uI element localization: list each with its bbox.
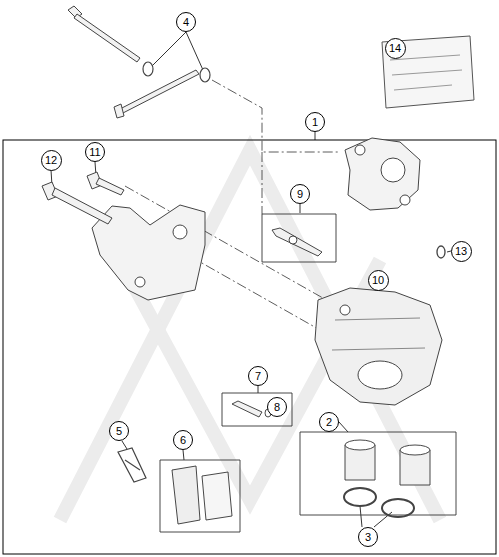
slide-pin-box xyxy=(289,236,297,244)
callout-number: 11 xyxy=(89,147,100,158)
caliper-support xyxy=(355,145,365,155)
piston-box xyxy=(345,440,375,450)
brake-pad-box xyxy=(160,460,240,532)
center-line xyxy=(212,80,340,152)
leader-line xyxy=(183,450,184,460)
pad-spring xyxy=(118,448,146,482)
mounting-bolt xyxy=(118,70,199,114)
callout-circle: 14 xyxy=(385,38,406,59)
callout-circle: 7 xyxy=(248,366,268,386)
callout-number: 14 xyxy=(389,43,401,54)
piston-box xyxy=(300,432,456,515)
washer xyxy=(200,68,210,82)
callout-number: 8 xyxy=(274,402,280,413)
callout-number: 13 xyxy=(455,246,467,257)
mounting-bolt xyxy=(68,6,199,118)
kit-frame xyxy=(3,140,496,554)
callout-number: 10 xyxy=(372,275,384,286)
mounting-bolt xyxy=(114,104,124,118)
callout-circle: 4 xyxy=(176,12,196,32)
callout-number: 9 xyxy=(297,189,303,200)
instruction-booklet xyxy=(382,36,474,108)
brake-caliper-holder xyxy=(173,225,187,239)
callout-number: 3 xyxy=(365,532,371,543)
callout-number: 6 xyxy=(180,435,186,446)
washer xyxy=(143,62,210,82)
leader-line xyxy=(374,512,392,527)
leader-line xyxy=(122,441,127,449)
brake-caliper xyxy=(315,288,442,405)
o-ring xyxy=(437,246,445,258)
leader-line xyxy=(152,32,186,66)
callout-circle: 1 xyxy=(305,112,325,132)
bolt xyxy=(52,188,112,224)
callout-circle: 5 xyxy=(109,421,129,441)
seal-ring xyxy=(344,488,376,506)
callout-circle: 10 xyxy=(368,270,389,291)
seal-ring xyxy=(344,488,414,517)
callout-circle: 3 xyxy=(358,527,378,547)
callout-number: 1 xyxy=(312,117,318,128)
o-ring xyxy=(437,246,445,258)
piston-box xyxy=(300,432,456,515)
pad-spring xyxy=(125,460,140,470)
caliper-support xyxy=(381,158,405,182)
callout-number: 12 xyxy=(45,155,57,166)
seal-ring xyxy=(382,499,414,517)
caliper-support xyxy=(400,195,410,205)
callout-number: 7 xyxy=(255,371,261,382)
slide-pin-box xyxy=(272,228,322,256)
brake-caliper xyxy=(340,305,350,315)
center-line xyxy=(262,152,263,214)
piston-box xyxy=(400,445,430,455)
brake-pad-box xyxy=(202,472,232,520)
callout-circle: 2 xyxy=(319,412,339,432)
bolt xyxy=(96,178,124,195)
pin-box xyxy=(222,393,292,426)
brake-caliper xyxy=(358,361,402,389)
callout-circle: 11 xyxy=(85,142,105,162)
brake-pad-box xyxy=(172,466,200,524)
kit-frame xyxy=(3,140,496,554)
brake-caliper xyxy=(315,288,442,405)
callout-number: 4 xyxy=(183,17,189,28)
bolt xyxy=(42,172,384,308)
instruction-booklet xyxy=(390,55,462,90)
brake-caliper-holder xyxy=(135,277,145,287)
slide-pin-box xyxy=(262,214,336,262)
leader-line xyxy=(360,506,362,527)
callout-number: 5 xyxy=(116,426,122,437)
caliper-support xyxy=(345,138,420,210)
leader-line xyxy=(300,204,301,213)
pin-box xyxy=(232,401,262,417)
callout-circle: 12 xyxy=(41,150,62,171)
callout-circle: 9 xyxy=(290,184,310,204)
instruction-booklet xyxy=(382,36,474,108)
callout-circle: 13 xyxy=(451,241,472,262)
pad-spring xyxy=(118,448,146,482)
brake-caliper xyxy=(332,318,425,350)
pin-box xyxy=(222,393,292,426)
mounting-bolt xyxy=(74,14,140,62)
callout-number: 2 xyxy=(326,417,332,428)
washer xyxy=(143,62,153,76)
brake-pad-box xyxy=(160,460,240,532)
slide-pin-box xyxy=(262,214,336,262)
callout-circle: 6 xyxy=(173,430,193,450)
leader-line xyxy=(258,386,259,393)
callout-circle: 8 xyxy=(267,397,287,417)
leader-line xyxy=(339,422,348,432)
caliper-support xyxy=(345,138,420,210)
leader-line xyxy=(315,132,316,140)
leader-line xyxy=(186,32,203,70)
